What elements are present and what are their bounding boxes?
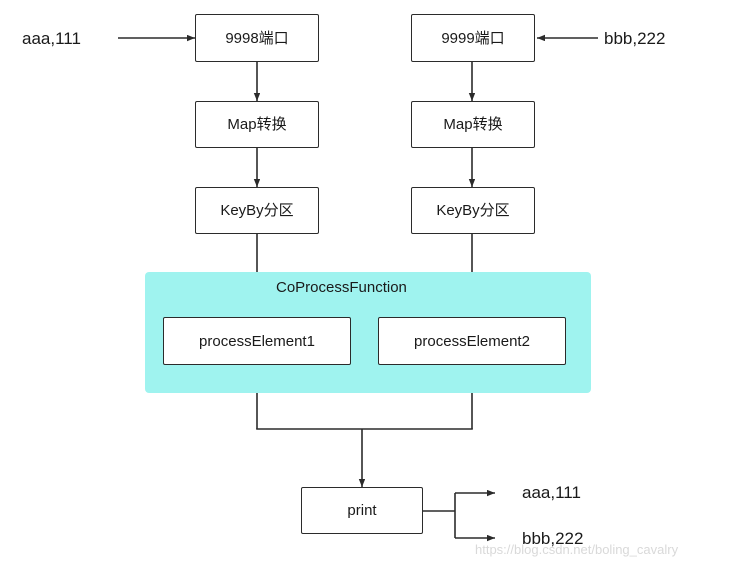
node-map-right[interactable]: Map转换 <box>411 101 535 148</box>
node-process-element-1[interactable]: processElement1 <box>163 317 351 365</box>
input-label-right: bbb,222 <box>604 29 666 48</box>
group-coprocessfunction-label: CoProcessFunction <box>276 279 407 296</box>
output-label-bottom: bbb,222 <box>522 529 584 548</box>
node-map-left[interactable]: Map转换 <box>195 101 319 148</box>
node-port-9998[interactable]: 9998端口 <box>195 14 319 62</box>
input-label-left: aaa,111 <box>22 29 81 48</box>
node-port-9999[interactable]: 9999端口 <box>411 14 535 62</box>
node-print[interactable]: print <box>301 487 423 534</box>
node-keyby-left[interactable]: KeyBy分区 <box>195 187 319 234</box>
output-label-top: aaa,111 <box>522 483 581 502</box>
node-keyby-right[interactable]: KeyBy分区 <box>411 187 535 234</box>
node-process-element-2[interactable]: processElement2 <box>378 317 566 365</box>
